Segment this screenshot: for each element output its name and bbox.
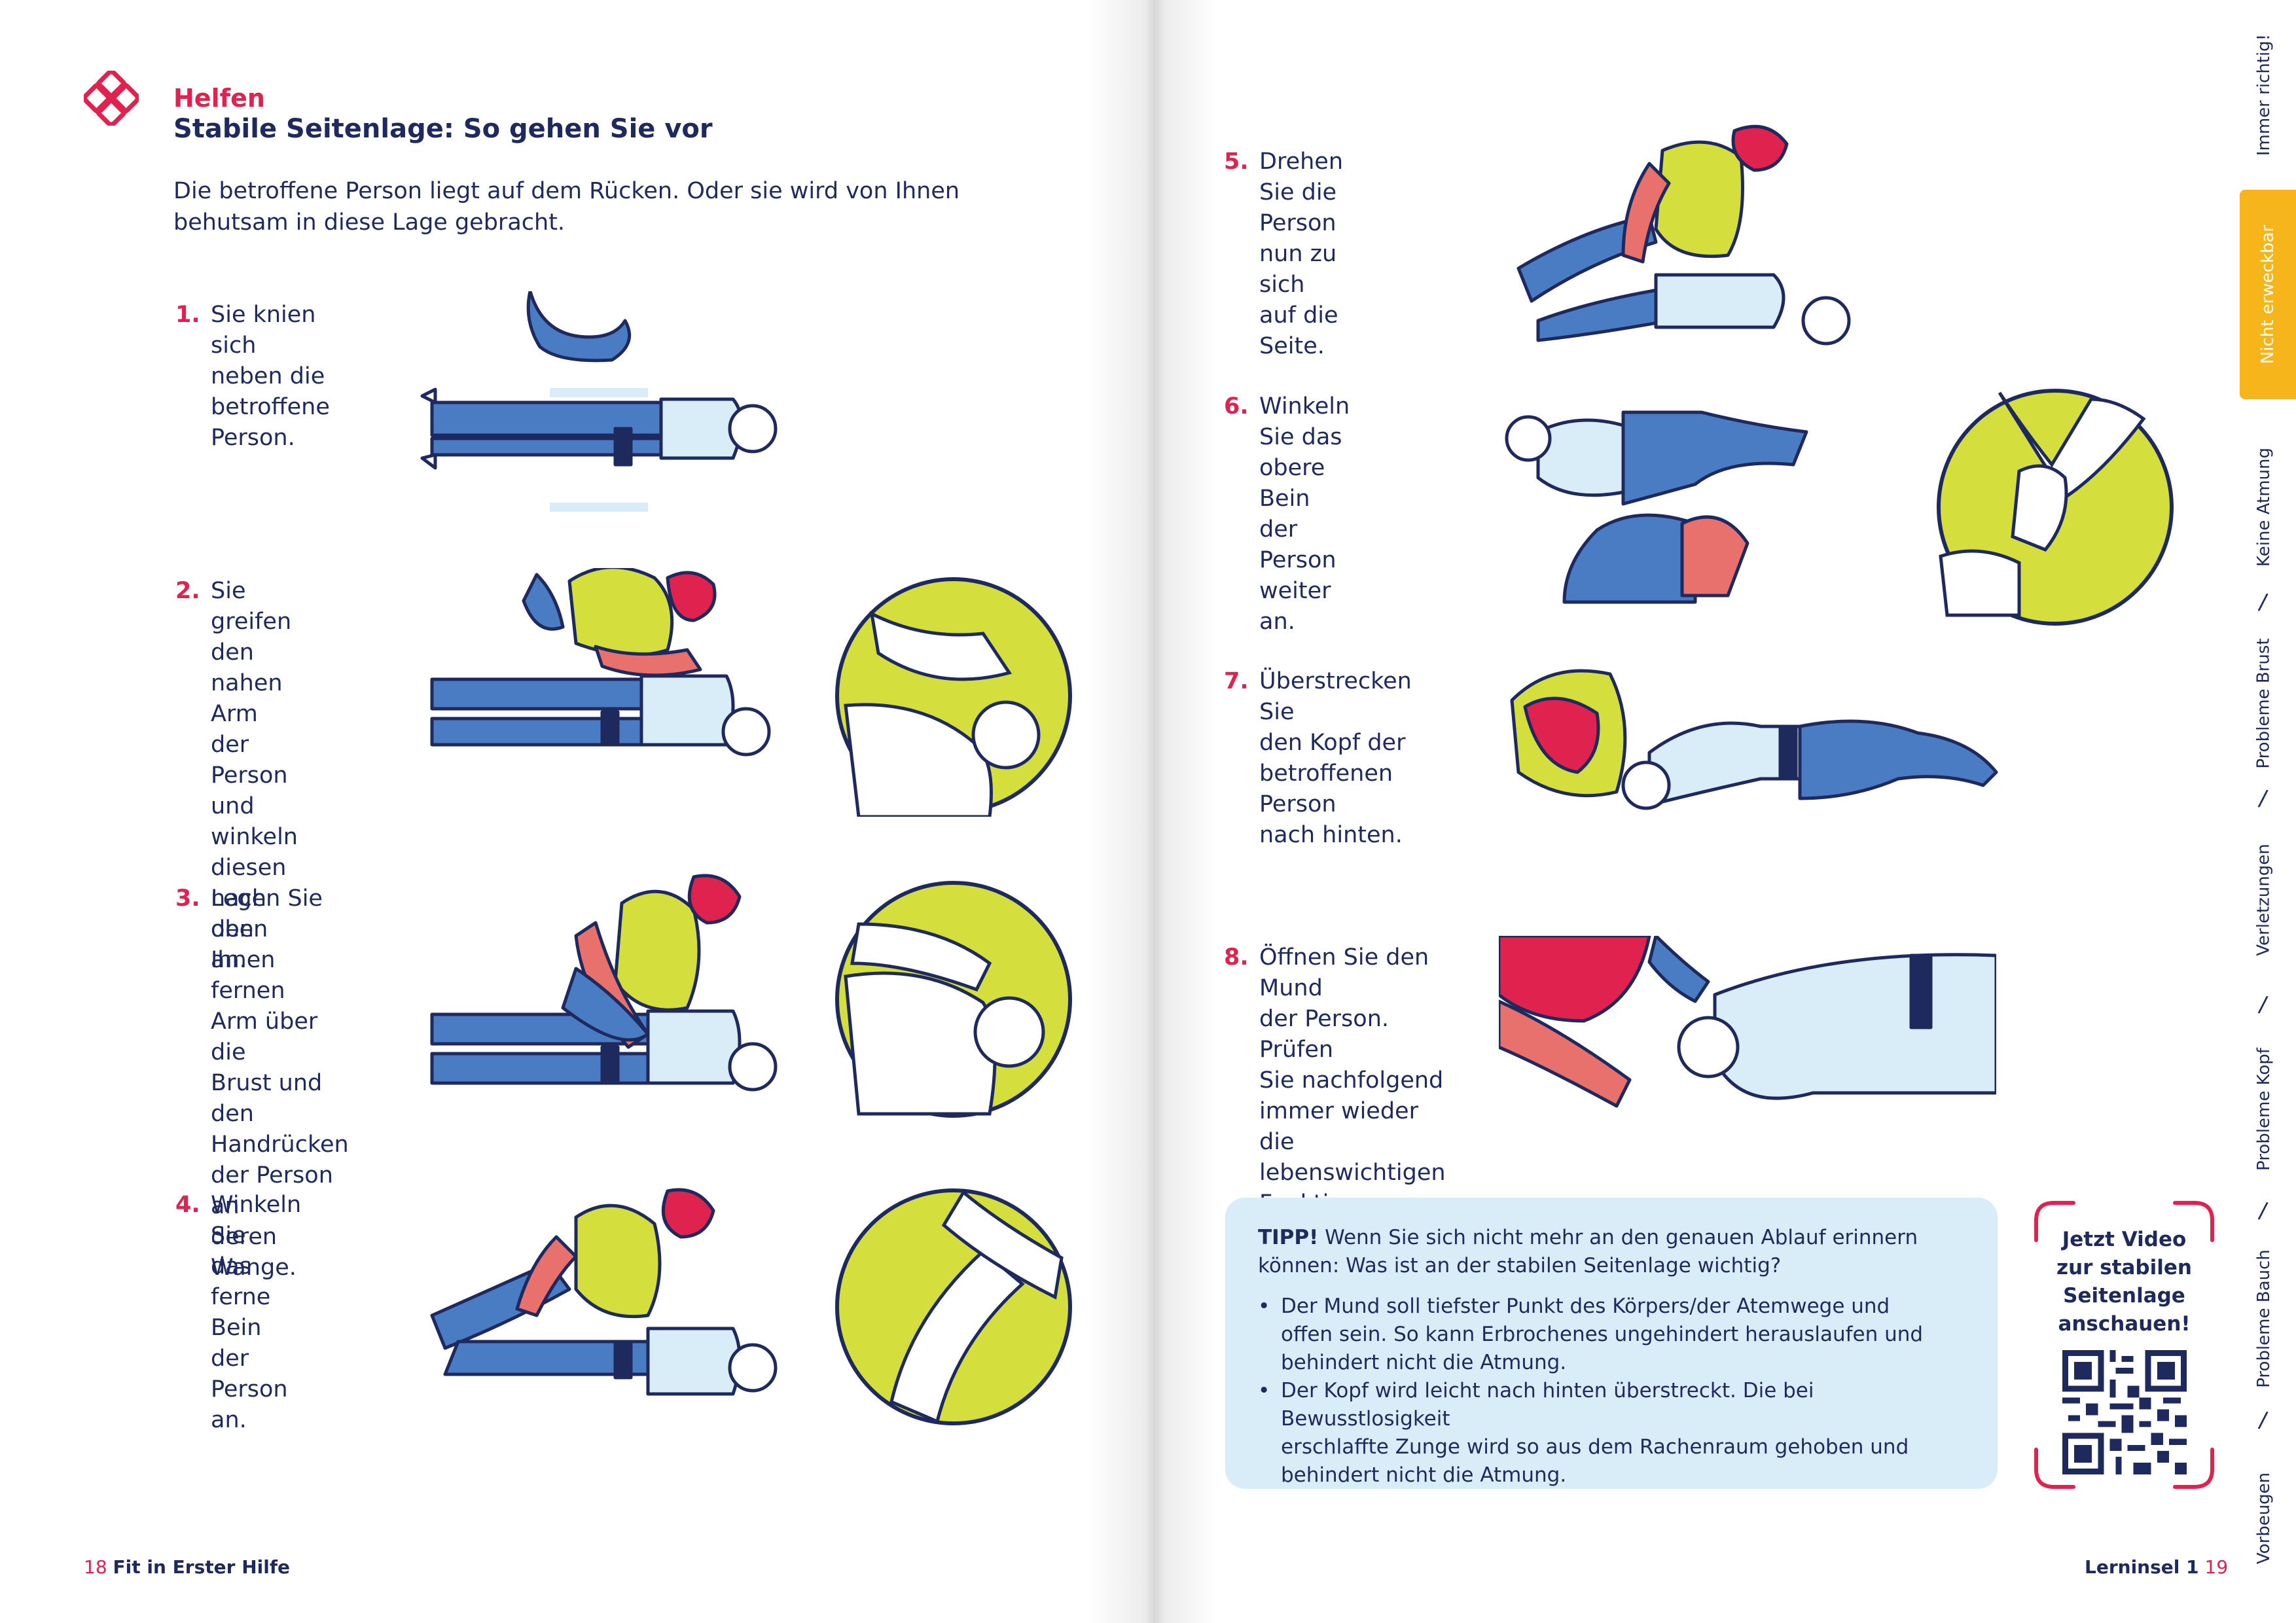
step-6-detail-circle [1937,389,2174,626]
step-number: 6. [1224,393,1249,419]
step-8-illustration [1499,936,1996,1108]
step-1-illustration [420,291,778,512]
page-number: 19 [2204,1556,2229,1578]
qr-frame [2034,1201,2214,1489]
list-item: Der Mund soll tiefster Punkt des Körpers… [1258,1293,1978,1377]
nav-separator: / [2257,1197,2269,1224]
page-title: Stabile Seitenlage: So gehen Sie vor [173,114,713,144]
side-navigation: Immer richtig! Nicht erweckbar Keine Atm… [2232,0,2296,1623]
step-number: 4. [175,1192,200,1218]
page-gutter [1086,0,1217,1623]
list-item: Der Kopf wird leicht nach hinten überstr… [1258,1377,1978,1489]
step-4-illustration [430,1188,778,1396]
intro-line: Die betroffene Person liegt auf dem Rück… [173,178,960,204]
step-2-detail-circle [835,577,1072,817]
nav-separator: / [2257,991,2269,1018]
nav-tab-keine-atmung[interactable]: Keine Atmung [2254,447,2274,567]
left-footer: 18 Fit in Erster Hilfe [84,1556,290,1578]
nav-separator: / [2257,1406,2269,1434]
step-3-illustration [430,874,778,1092]
nav-tab-immer-richtig[interactable]: Immer richtig! [2254,33,2274,156]
qr-code-icon[interactable] [2062,1350,2187,1474]
step-3-detail-circle [835,881,1072,1118]
section-name: Lerninsel 1 [2085,1556,2199,1578]
nav-separator: / [2257,785,2269,812]
tip-box: TIPP! Wenn Sie sich nicht mehr an den ge… [1225,1198,1998,1489]
section-kicker: Helfen [173,84,265,113]
intro-line: behutsam in diese Lage gebracht. [173,209,565,236]
nav-tab-probleme-bauch[interactable]: Probleme Bauch [2254,1249,2274,1388]
page-number: 18 [84,1556,107,1578]
step-4-detail-circle [835,1188,1072,1425]
first-aid-logo-icon [84,71,139,126]
right-footer: Lerninsel 1 19 [2085,1556,2228,1578]
step-7-illustration [1510,669,1998,810]
nav-tab-verletzungen[interactable]: Verletzungen [2254,844,2274,956]
step-number: 1. [175,302,200,328]
step-number: 3. [175,885,200,912]
tip-list: Der Mund soll tiefster Punkt des Körpers… [1258,1293,1978,1489]
tip-heading: TIPP! Wenn Sie sich nicht mehr an den ge… [1258,1226,1918,1277]
nav-tab-vorbeugen[interactable]: Vorbeugen [2254,1472,2274,1565]
step-number: 5. [1224,149,1249,175]
step-number: 7. [1224,668,1249,694]
step-2-illustration [430,568,771,757]
step-number: 2. [175,578,200,604]
step-6-illustration [1505,410,1808,604]
intro-text: Die betroffene Person liegt auf dem Rück… [173,175,1024,238]
book-title: Fit in Erster Hilfe [113,1556,291,1578]
nav-separator: / [2257,588,2269,616]
nav-tab-probleme-kopf[interactable]: Probleme Kopf [2254,1048,2274,1171]
nav-tab-nicht-erweckbar[interactable]: Nicht erweckbar [2240,190,2296,399]
tip-label: TIPP! [1258,1226,1319,1249]
step-5-illustration [1516,124,1851,346]
step-number: 8. [1224,944,1249,971]
nav-tab-probleme-brust[interactable]: Probleme Brust [2254,638,2274,769]
